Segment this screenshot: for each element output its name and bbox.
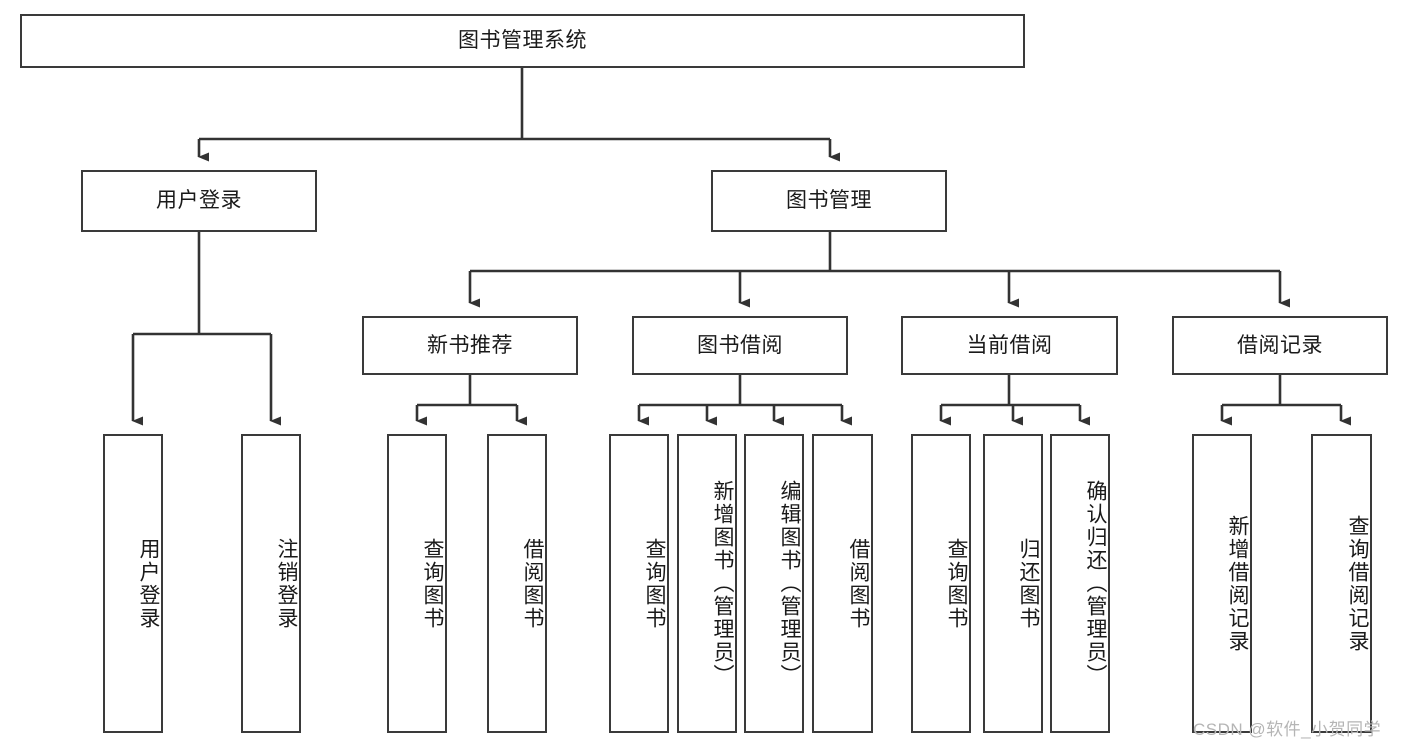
node-leaf-return-book[interactable]: 归还图书	[983, 434, 1043, 733]
node-leaf-return-book-label: 归还图书	[1017, 537, 1040, 630]
node-leaf-borrow-book[interactable]: 借阅图书	[812, 434, 873, 733]
node-leaf-query-record-label: 查询借阅记录	[1346, 514, 1369, 653]
csdn-watermark: CSDN @软件_小贺同学	[1193, 720, 1382, 739]
node-leaf-user-login[interactable]: 用户登录	[103, 434, 163, 733]
node-leaf-borrow-book-label: 借阅图书	[847, 537, 870, 630]
node-leaf-query-book-borrow[interactable]: 查询图书	[609, 434, 669, 733]
node-leaf-confirm-return-label: 确认归还（管理员）	[1084, 480, 1107, 687]
node-leaf-query-book-current[interactable]: 查询图书	[911, 434, 971, 733]
node-book-borrow-label: 图书借阅	[697, 333, 783, 357]
node-book-borrow[interactable]: 图书借阅	[632, 316, 848, 375]
node-book-manage-label: 图书管理	[786, 189, 872, 213]
node-leaf-add-record[interactable]: 新增借阅记录	[1192, 434, 1252, 733]
node-new-book-recommend-label: 新书推荐	[427, 333, 513, 357]
node-current-borrow-label: 当前借阅	[966, 333, 1053, 357]
node-leaf-edit-book-label: 编辑图书（管理员）	[778, 480, 801, 687]
node-leaf-query-book-rec[interactable]: 查询图书	[387, 434, 447, 733]
node-book-manage[interactable]: 图书管理	[711, 170, 947, 232]
node-leaf-query-book-rec-label: 查询图书	[421, 537, 444, 630]
node-new-book-recommend[interactable]: 新书推荐	[362, 316, 578, 375]
node-root-label: 图书管理系统	[458, 29, 587, 53]
node-leaf-query-book-borrow-label: 查询图书	[643, 537, 666, 630]
node-borrow-record-label: 借阅记录	[1237, 333, 1323, 357]
node-leaf-logout-label: 注销登录	[275, 537, 298, 630]
node-leaf-borrow-book-rec[interactable]: 借阅图书	[487, 434, 547, 733]
node-leaf-confirm-return[interactable]: 确认归还（管理员）	[1050, 434, 1110, 733]
node-leaf-logout[interactable]: 注销登录	[241, 434, 301, 733]
node-leaf-borrow-book-rec-label: 借阅图书	[521, 537, 544, 630]
node-root[interactable]: 图书管理系统	[20, 14, 1025, 68]
node-leaf-add-record-label: 新增借阅记录	[1226, 514, 1249, 653]
node-leaf-query-record[interactable]: 查询借阅记录	[1311, 434, 1372, 733]
node-leaf-query-book-current-label: 查询图书	[945, 537, 968, 630]
node-leaf-user-login-label: 用户登录	[137, 537, 160, 630]
node-borrow-record[interactable]: 借阅记录	[1172, 316, 1388, 375]
node-user-login-label: 用户登录	[156, 189, 242, 213]
node-leaf-add-book-label: 新增图书（管理员）	[711, 480, 734, 687]
node-user-login[interactable]: 用户登录	[81, 170, 317, 232]
node-current-borrow[interactable]: 当前借阅	[901, 316, 1118, 375]
node-leaf-add-book[interactable]: 新增图书（管理员）	[677, 434, 737, 733]
node-leaf-edit-book[interactable]: 编辑图书（管理员）	[744, 434, 804, 733]
